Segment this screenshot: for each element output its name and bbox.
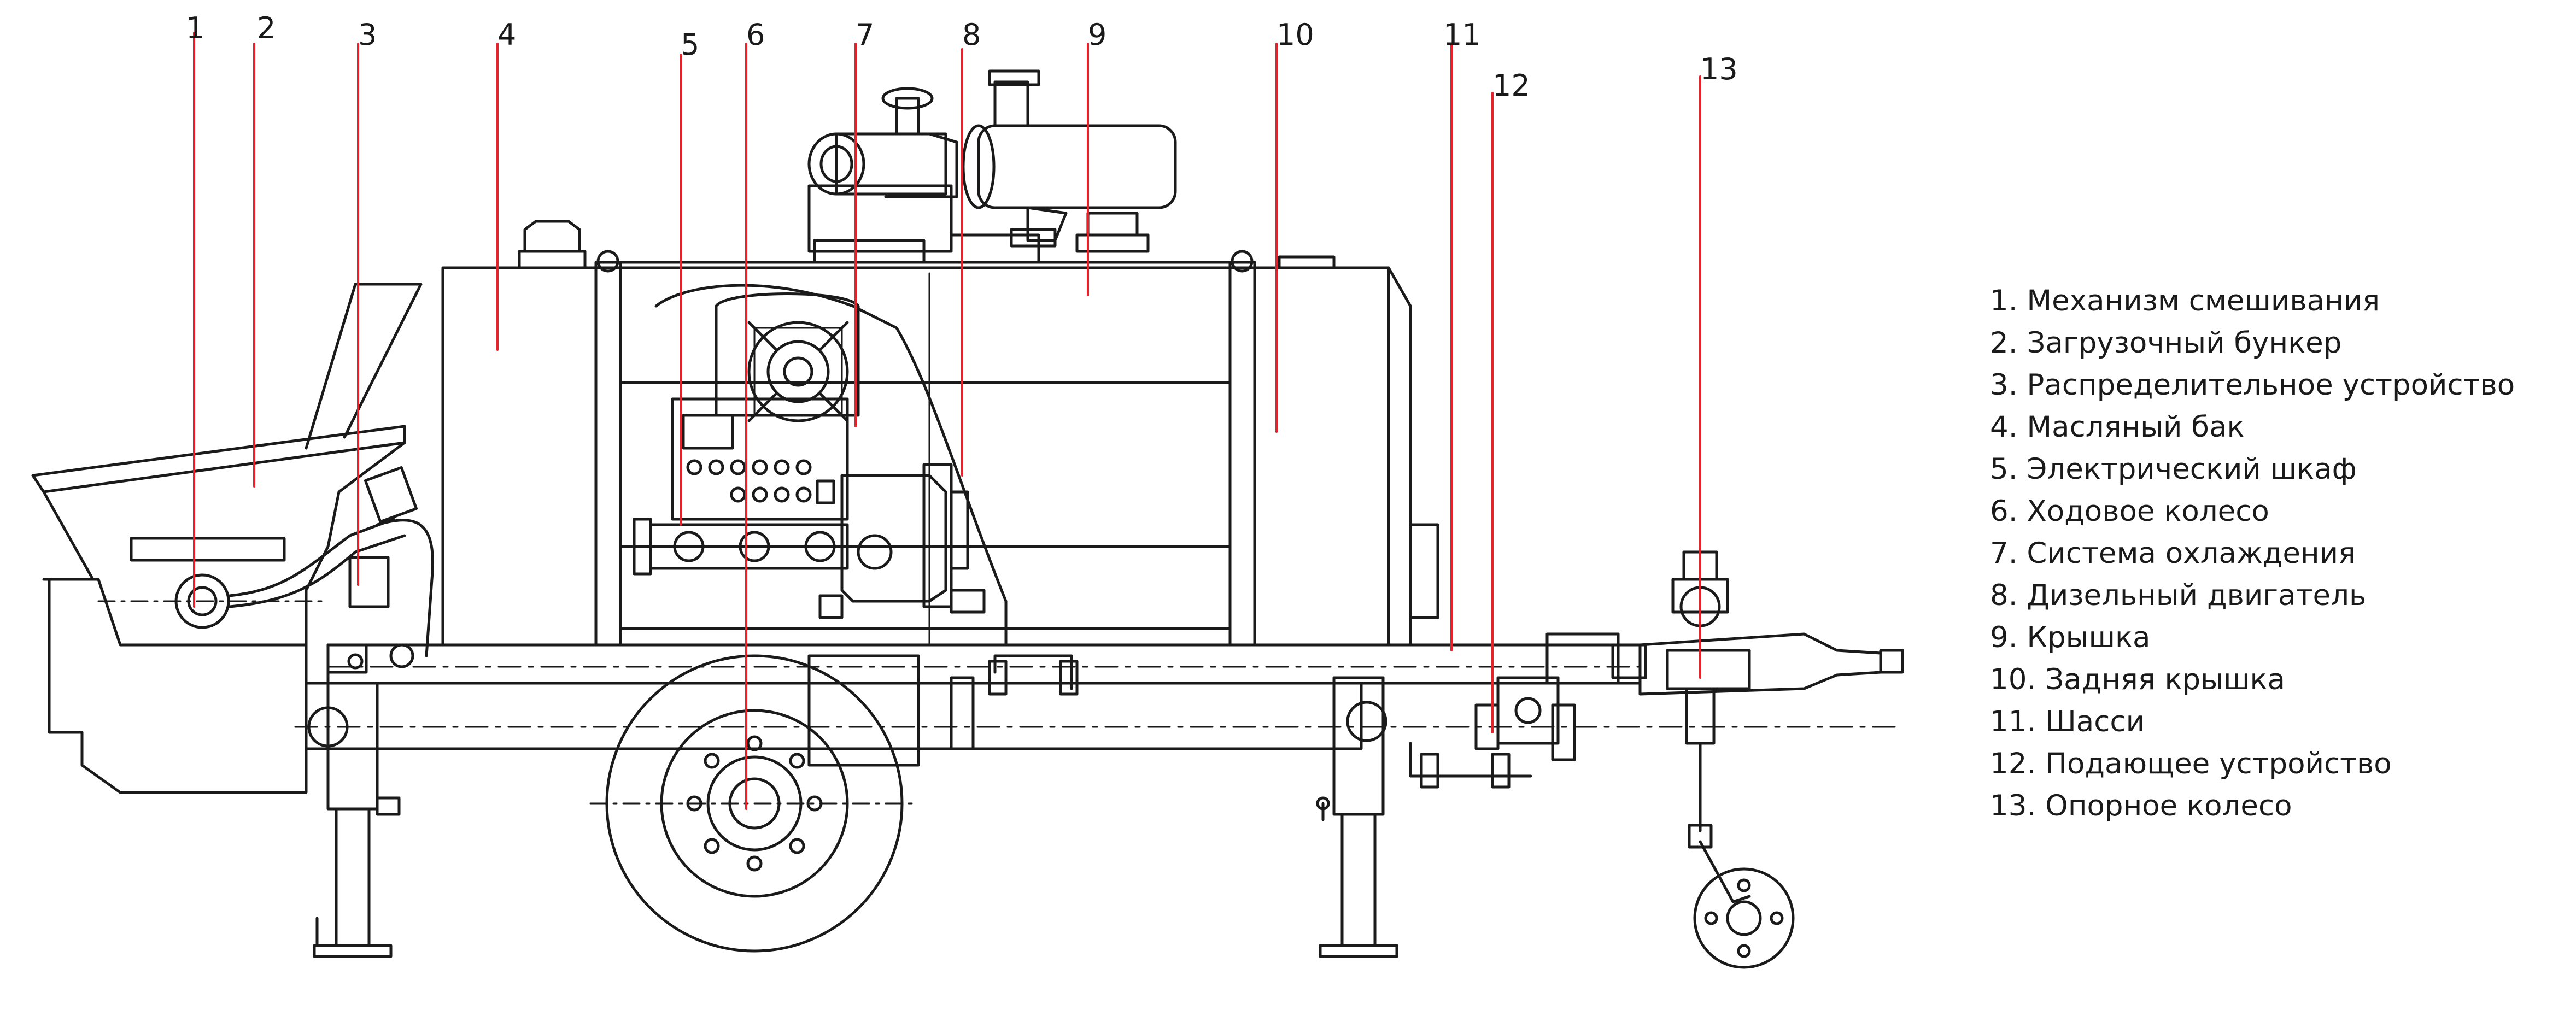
left-outrigger-drawing — [313, 682, 401, 958]
legend-item: 12. Подающее устройство — [1990, 747, 2392, 780]
chassis-drawing — [294, 632, 1904, 750]
legend-item: 11. Шасси — [1990, 705, 2145, 738]
running-wheel-drawing — [589, 654, 975, 953]
legend-item: 5. Электрический шкаф — [1990, 453, 2357, 486]
callout-5: 5 — [681, 27, 699, 62]
callout-3: 3 — [358, 17, 377, 52]
callout-6: 6 — [746, 17, 765, 52]
diesel-engine-drawing — [840, 463, 996, 614]
callout-9: 9 — [1088, 17, 1106, 52]
legend-item: 2. Загрузочный бункер — [1990, 326, 2342, 360]
legend-item: 4. Масляный бак — [1990, 410, 2245, 444]
legend-item: 7. Система охлаждения — [1990, 537, 2356, 570]
legend-item: 9. Крышка — [1990, 621, 2151, 654]
support-wheel-drawing — [1666, 550, 1795, 969]
callout-7: 7 — [856, 17, 874, 52]
legend-item: 6. Ходовое колесо — [1990, 495, 2269, 528]
callout-10: 10 — [1277, 17, 1314, 52]
callout-13: 13 — [1700, 52, 1738, 86]
air-filter-drawing — [807, 87, 958, 264]
callout-12: 12 — [1492, 68, 1530, 103]
feed-device-drawing — [988, 632, 1647, 789]
legend-item: 3. Распределительное устройство — [1990, 368, 2515, 402]
cooling-system-drawing — [715, 292, 860, 422]
right-outrigger-drawing — [1316, 676, 1398, 958]
callout-1: 1 — [186, 11, 204, 45]
callout-11: 11 — [1443, 17, 1481, 52]
legend-item: 8. Дизельный двигатель — [1990, 579, 2367, 612]
leader-lines — [193, 32, 1701, 810]
legend-item: 13. Опорное колесо — [1990, 789, 2292, 823]
hopper-drawing — [31, 283, 434, 794]
muffler-drawing — [950, 69, 1177, 264]
electric-cabinet-drawing — [633, 397, 849, 619]
oil-tank-drawing — [441, 220, 1439, 647]
callout-4: 4 — [497, 17, 516, 52]
legend-list: 1. Механизм смешивания 2. Загрузочный бу… — [1990, 280, 2569, 827]
callout-2: 2 — [257, 11, 276, 45]
legend-item: 1. Механизм смешивания — [1990, 284, 2380, 318]
callout-8: 8 — [962, 17, 981, 52]
legend-item: 10. Задняя крышка — [1990, 663, 2285, 696]
